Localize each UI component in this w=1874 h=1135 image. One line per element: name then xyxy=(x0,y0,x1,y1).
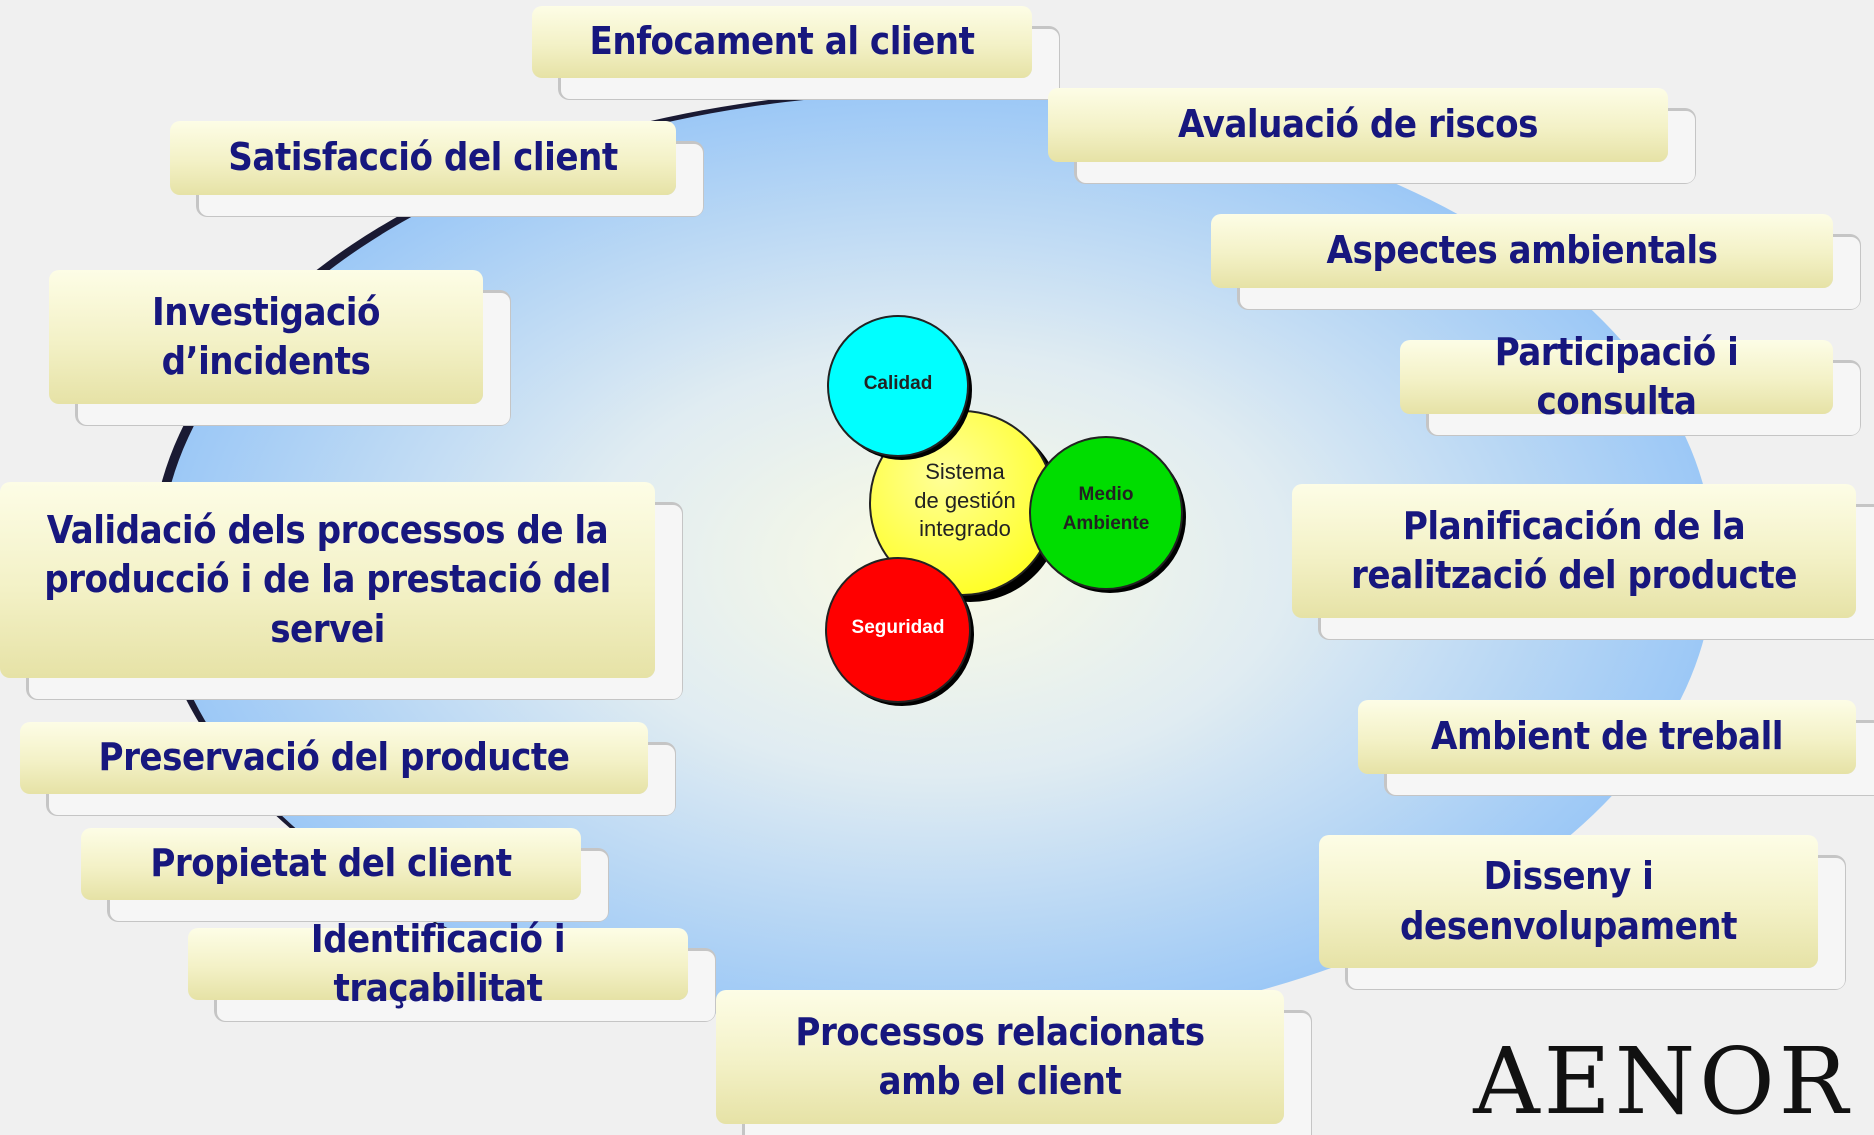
box-line-2: realització del producte xyxy=(1351,553,1797,597)
box-planificacion-realitzacio: Planificación de la realització del prod… xyxy=(1292,484,1856,618)
box-line-2: producció i de la prestació del xyxy=(44,557,611,602)
box-line-1: Validació dels processos de la xyxy=(46,507,609,552)
box-label: Propietat del client xyxy=(150,841,512,886)
box-enfocament-al-client: Enfocament al client xyxy=(532,6,1032,78)
box-label: Ambient de treball xyxy=(1431,714,1783,759)
medio-line-1: Medio xyxy=(1078,484,1134,505)
box-investigacio-dincidents: Investigació d’incidents xyxy=(49,270,483,404)
medio-line-2: Ambiente xyxy=(1062,512,1150,534)
seguridad-label: Seguridad xyxy=(851,617,945,638)
box-ambient-de-treball: Ambient de treball xyxy=(1358,700,1856,774)
calidad-circle xyxy=(827,315,969,457)
box-disseny-i-desenvolupament: Disseny i desenvolupament xyxy=(1319,835,1818,968)
medio-ambiente-circle xyxy=(1029,436,1183,590)
box-line-2: desenvolupament xyxy=(1400,903,1737,948)
integrated-system-diagram xyxy=(825,315,1186,706)
box-validacio-dels-processos: Validació dels processos de la producció… xyxy=(0,482,655,678)
box-label: Avaluació de riscos xyxy=(1177,102,1539,147)
calidad-label: Calidad xyxy=(863,373,933,394)
center-line-2: de gestión xyxy=(914,487,1016,513)
box-line-1: Disseny i xyxy=(1483,854,1654,899)
box-label: Participació i consulta xyxy=(1494,329,1739,423)
box-preservacio-del-producte: Preservació del producte xyxy=(20,722,648,794)
aenor-logo: AENOR xyxy=(1473,1028,1852,1135)
box-participacio-i-consulta: Participació i consulta xyxy=(1400,330,1833,423)
box-identificacio-i-tracabilitat: Identificació i traçabilitat xyxy=(188,917,688,1010)
box-label: Identificació i traçabilitat xyxy=(310,916,566,1010)
seguridad-circle xyxy=(825,557,971,703)
box-line-2: amb el client xyxy=(878,1059,1122,1103)
center-line-1: Sistema xyxy=(925,459,1005,484)
box-avaluacio-de-riscos: Avaluació de riscos xyxy=(1048,88,1668,162)
box-label: Enfocament al client xyxy=(589,19,975,64)
box-propietat-del-client: Propietat del client xyxy=(81,828,581,900)
box-line-1: Investigació xyxy=(152,289,380,334)
medio-ambiente-label: Medio Ambiente xyxy=(1046,481,1166,538)
box-line-1: Processos relacionats xyxy=(795,1009,1205,1054)
box-label: Satisfacció del client xyxy=(228,135,618,180)
box-aspectes-ambientals: Aspectes ambientals xyxy=(1211,214,1833,288)
center-label: Sistema de gestión integrado xyxy=(890,458,1040,544)
center-line-3: integrado xyxy=(919,516,1011,542)
box-label: Preservació del producte xyxy=(98,735,570,780)
box-line-3: servei xyxy=(270,606,385,651)
box-satisfaccio-del-client: Satisfacció del client xyxy=(170,121,676,195)
box-line-1: Planificación de la xyxy=(1402,503,1746,548)
box-processos-relacionats: Processos relacionats amb el client xyxy=(716,990,1284,1124)
box-label: Aspectes ambientals xyxy=(1326,228,1718,273)
box-line-2: d’incidents xyxy=(161,339,371,383)
